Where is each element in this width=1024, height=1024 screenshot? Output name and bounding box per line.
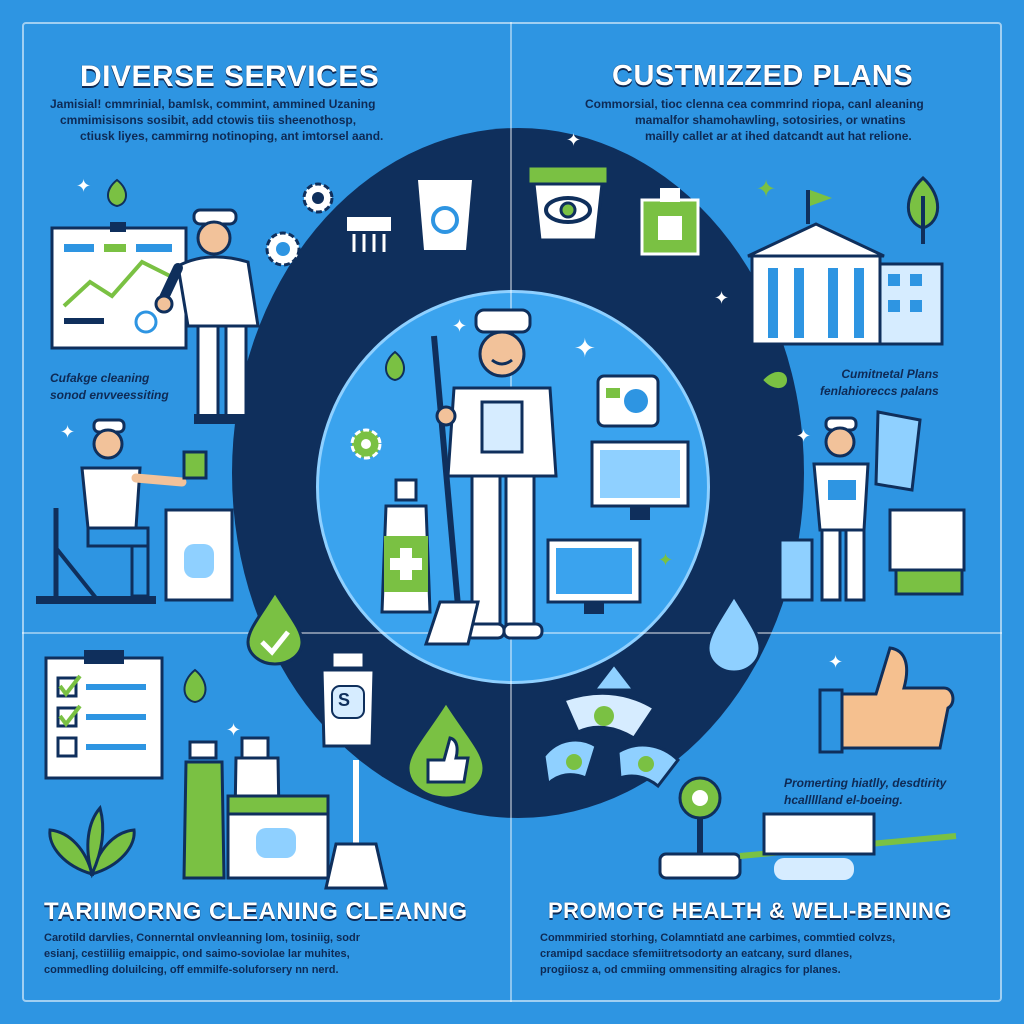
gear-icon [302, 182, 334, 214]
bucket-brush-icon [347, 180, 472, 252]
recycle-icon [542, 661, 680, 789]
seated-worker-icon [36, 418, 234, 604]
diverse-services-title: DIVERSE SERVICES [80, 60, 380, 93]
sparkle-icon: ✦ [566, 130, 582, 151]
thumbs-up-icon [406, 699, 486, 800]
main-worker-icon [423, 308, 558, 646]
eye-inspection-icon [526, 164, 610, 242]
tree-icon [907, 175, 939, 244]
tablet-icon [596, 374, 660, 428]
plant-icon [48, 804, 136, 879]
floor-scrubber-icon [658, 776, 957, 880]
gear-icon [265, 231, 301, 267]
water-drop-icon [706, 593, 762, 674]
leaf-icon [183, 668, 207, 704]
plans-caption: Cumitnetal Plans fenlahioreccs palans [820, 367, 939, 398]
cleaning-caption: Cufakge cleaning sonod envveessiting [50, 371, 169, 402]
monitor-icon [590, 440, 690, 520]
sparkle-icon: ✦ [756, 175, 777, 203]
bottle-label: S [338, 690, 351, 710]
health-caption: Promerting hiatlly, desdtirity hcallllla… [784, 776, 947, 807]
monitor-icon [546, 538, 642, 614]
promoting-health-title: PROMOTG HEALTH & WELI-BEINING [548, 898, 952, 923]
tailoring-cleaning-text: Carotild darvlies, Connerntal onvleannin… [44, 932, 360, 976]
promoting-health-text: Commmiried storhing, Colamntiatd ane car… [540, 932, 896, 976]
leaf-icon [760, 370, 790, 390]
sparkle-icon: ✦ [658, 550, 674, 571]
leaf-icon [385, 350, 405, 382]
water-drop-check-icon [246, 589, 304, 666]
checklist-icon [44, 650, 164, 780]
soap-bottle-icon [320, 650, 376, 748]
sparkle-icon: ✦ [574, 334, 596, 364]
sparkle-icon: ✦ [796, 426, 812, 447]
leaf-icon [107, 178, 127, 208]
cleaning-cart-worker-icon [778, 410, 966, 602]
worker-icon [154, 208, 260, 424]
building-icon [747, 190, 944, 346]
customized-plans-text: Commorsial, tioc clenna cea commrind rio… [585, 97, 924, 143]
broom-icon [324, 760, 388, 890]
badge-icon [640, 188, 700, 256]
tailoring-cleaning-title: TARIIMORNG CLEANING CLEANNG [44, 898, 468, 925]
sparkle-icon: ✦ [828, 652, 844, 673]
disinfectant-bottle-icon [380, 478, 432, 614]
page-frame [22, 22, 1002, 1002]
whiteboard-chart-icon [50, 222, 188, 350]
sparkle-icon: ✦ [60, 422, 76, 443]
sparkle-icon: ✦ [76, 176, 92, 197]
sparkle-icon: ✦ [714, 288, 730, 309]
diverse-services-text: Jamisial! cmmrinial, bamlsk, commint, am… [50, 97, 384, 143]
thumbs-up-icon [818, 646, 955, 754]
cleaning-supplies-icon [182, 736, 330, 880]
sparkle-icon: ✦ [452, 316, 468, 337]
gear-icon [350, 428, 382, 460]
sparkle-icon: ✦ [226, 720, 242, 741]
customized-plans-title: CUSTMIZZED PLANS [612, 60, 914, 92]
